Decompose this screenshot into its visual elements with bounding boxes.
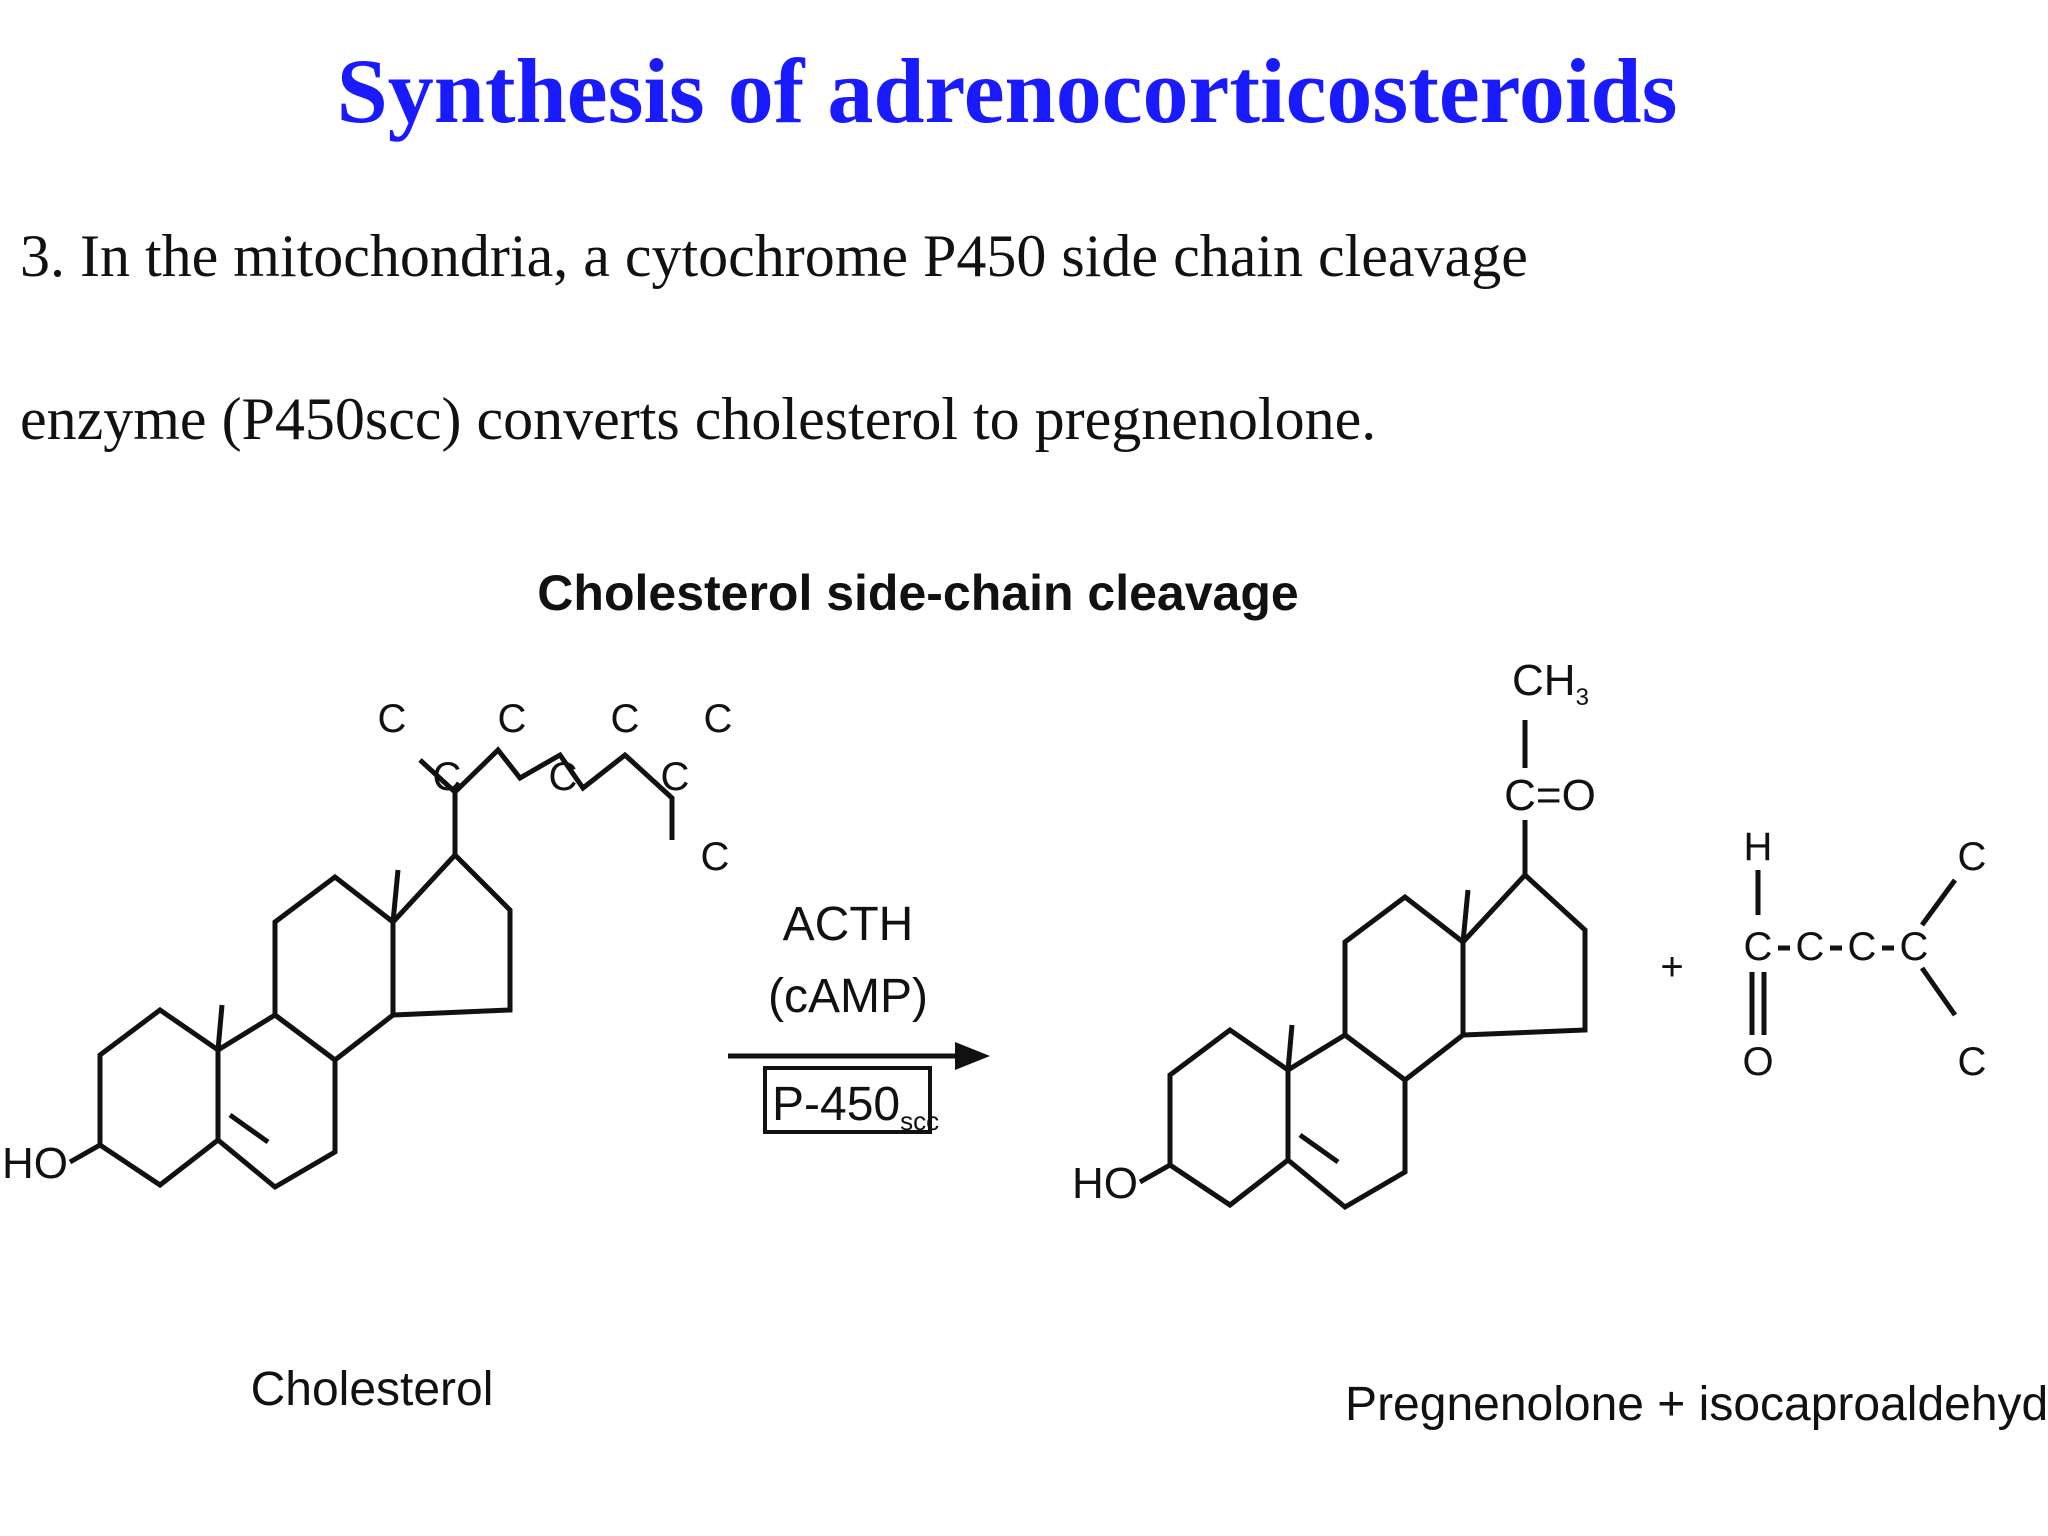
side-chain-atom-7: C (704, 697, 733, 741)
cholesterol-ring-b (215, 1011, 338, 1191)
pregnenolone-ring-d (1460, 871, 1588, 1038)
body-text-line-1: 3. In the mitochondria, a cytochrome P45… (20, 223, 1528, 289)
isocaproaldehyde-structure: H C C C C C C O (1742, 825, 1986, 1084)
ketone-label: C=O (1504, 771, 1596, 820)
branch-bond-up (1919, 878, 1958, 927)
body-text-line-2: enzyme (P450scc) converts cholesterol to… (20, 386, 1377, 452)
side-chain-atom-1: C (378, 697, 407, 741)
side-chain-atom-5: C (611, 697, 640, 741)
cholesterol-ho-label: HO (2, 1139, 68, 1188)
product-caption: Pregnenolone + isocaproaldehyde (1345, 1378, 2048, 1431)
pregnenolone-ring-c (1342, 893, 1466, 1084)
side-chain-atom-6: C (661, 755, 690, 799)
pregnenolone-ho-bond (1138, 1162, 1172, 1185)
figure-heading: Cholesterol side-chain cleavage (537, 565, 1298, 621)
pregnenolone-ring-b (1285, 1031, 1408, 1211)
reaction-diagram: Cholesterol side-chain cleavage HO C C C… (2, 565, 2048, 1431)
reaction-arrow-group: ACTH (cAMP) P-450scc (728, 898, 990, 1136)
cholesterol-caption: Cholesterol (251, 1363, 494, 1416)
cholesterol-ho-bond (68, 1142, 102, 1165)
pregnenolone-double-bond (1298, 1132, 1340, 1165)
cholesterol-double-bond (228, 1112, 270, 1145)
cholesterol-structure: HO C C C C C C C C Cholesterol (2, 697, 732, 1416)
cholesterol-methyl-19 (215, 1004, 225, 1051)
chain-atom-6: C (1958, 1040, 1987, 1084)
side-chain-atom-3: C (498, 697, 527, 741)
arrow-label-camp: (cAMP) (768, 970, 928, 1023)
pregnenolone-ring-a (1167, 1026, 1291, 1209)
enzyme-box (763, 1066, 932, 1134)
cholesterol-ring-a (97, 1006, 221, 1189)
chain-atom-2: C (1796, 925, 1825, 969)
methyl-label: CH3 (1512, 656, 1589, 711)
chain-atom-4: C (1900, 925, 1929, 969)
reaction-arrow-head (955, 1042, 990, 1070)
pregnenolone-structure: HO C=O CH3 (1072, 656, 1596, 1211)
side-chain-atom-4: C (549, 755, 578, 799)
pregnenolone-methyl-18 (1460, 889, 1471, 943)
cholesterol-side-chain-b (453, 746, 675, 840)
cholesterol-methyl-18 (390, 869, 401, 923)
side-chain-atom-8: C (701, 835, 730, 879)
chain-atom-5: C (1958, 835, 1987, 879)
cholesterol-ring-c (272, 873, 396, 1064)
arrow-label-acth: ACTH (783, 898, 914, 951)
pregnenolone-ho-label: HO (1072, 1159, 1138, 1208)
slide-title: Synthesis of adrenocorticosteroids (336, 40, 1678, 142)
side-chain-atom-2: C (433, 755, 462, 799)
branch-bond-down (1919, 966, 1958, 1017)
plus-sign: + (1660, 945, 1683, 989)
enzyme-label: P-450scc (772, 1078, 939, 1136)
chain-atom-1: C (1744, 925, 1773, 969)
aldehyde-h-label: H (1744, 825, 1773, 869)
cholesterol-ring-d (390, 851, 513, 1018)
aldehyde-o-label: O (1742, 1040, 1773, 1084)
pregnenolone-methyl-19 (1285, 1024, 1295, 1071)
chain-atom-3: C (1848, 925, 1877, 969)
